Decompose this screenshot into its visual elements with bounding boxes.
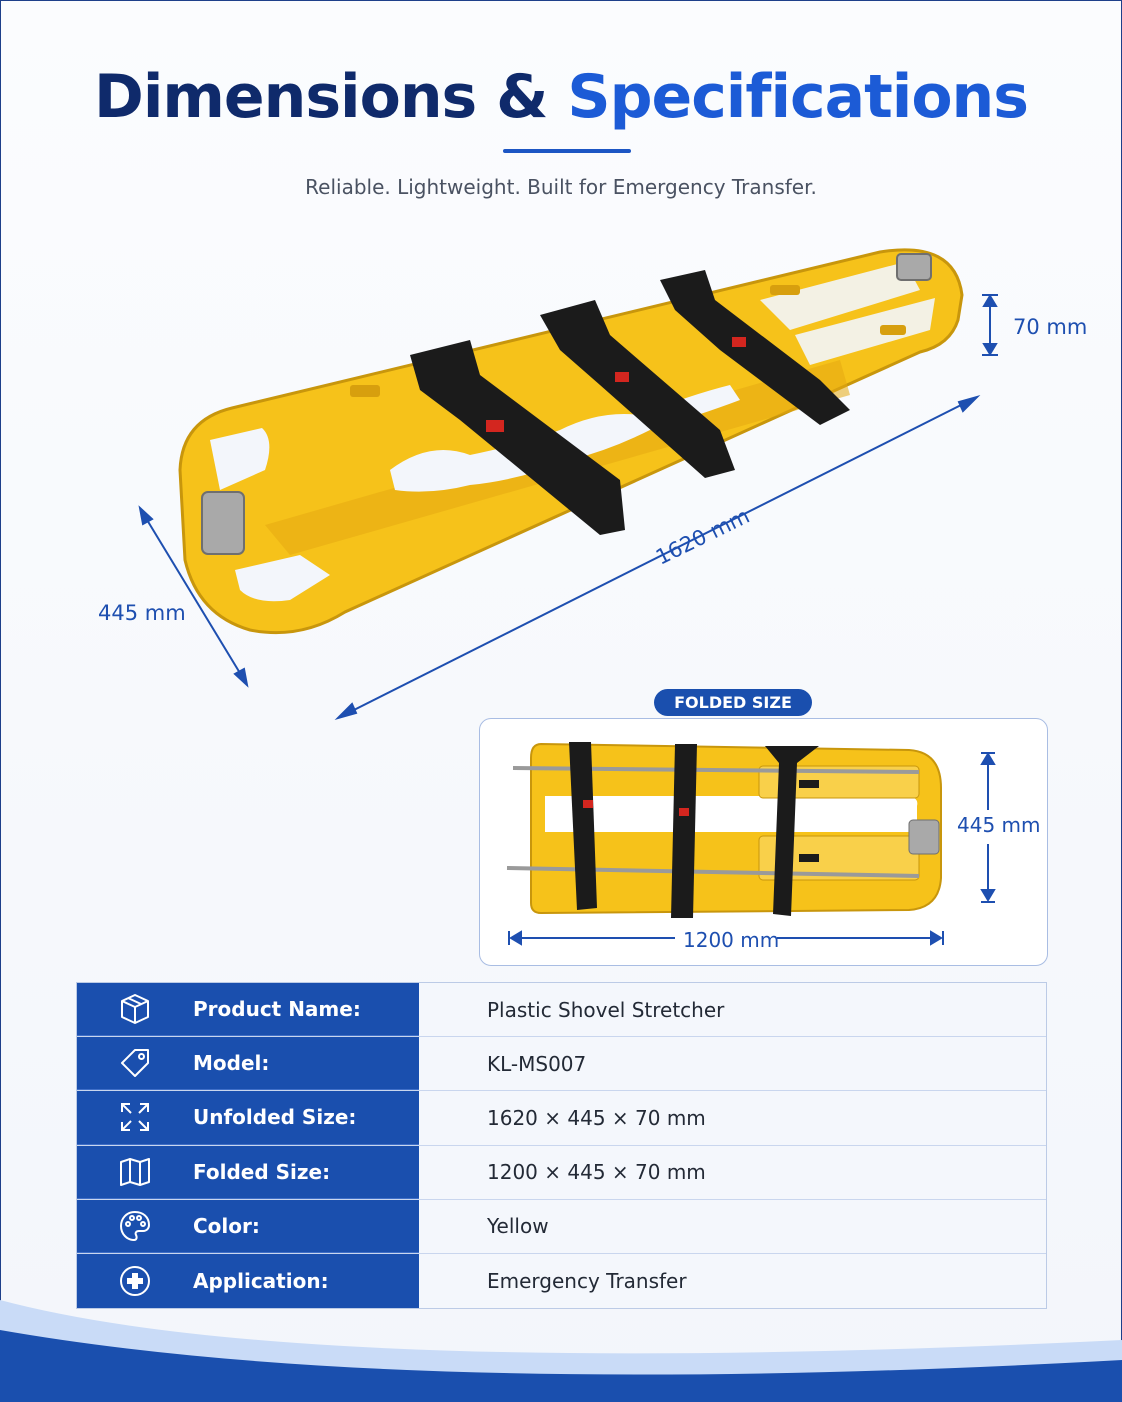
- page-subtitle: Reliable. Lightweight. Built for Emergen…: [305, 175, 817, 199]
- folded-map-icon: [77, 1155, 193, 1189]
- bottom-wave-decoration: [0, 1300, 1122, 1402]
- spec-value: Emergency Transfer: [419, 1253, 1046, 1309]
- page-title: Dimensions & Specifications: [0, 62, 1122, 132]
- folded-length-dimension-line: [508, 930, 944, 946]
- spec-label: Folded Size:: [193, 1159, 331, 1184]
- spec-value: 1620 × 445 × 70 mm: [419, 1091, 1046, 1145]
- width-dimension-line: [138, 505, 249, 688]
- folded-size-badge: FOLDED SIZE: [654, 689, 812, 716]
- title-part-main: Dimensions &: [94, 62, 568, 132]
- folded-stretcher-illustration: [506, 742, 996, 946]
- spec-key-cell: Color:: [77, 1199, 419, 1253]
- spec-value: 1200 × 445 × 70 mm: [419, 1145, 1046, 1199]
- height-dimension-label: 70 mm: [1013, 315, 1088, 339]
- folded-width-label: 445 mm: [957, 813, 1041, 837]
- table-row: Folded Size: 1200 × 445 × 70 mm: [77, 1145, 1046, 1200]
- expand-arrows-icon: [77, 1100, 193, 1134]
- folded-stretcher-image: [506, 742, 942, 918]
- tag-icon: [77, 1046, 193, 1080]
- title-underline: [503, 149, 631, 153]
- spec-label: Application:: [193, 1269, 329, 1294]
- spec-value: Plastic Shovel Stretcher: [419, 983, 1046, 1037]
- spec-key-cell: Model:: [77, 1037, 419, 1091]
- spec-label: Color:: [193, 1213, 260, 1238]
- box-icon: [77, 992, 193, 1026]
- spec-label: Model:: [193, 1051, 270, 1076]
- medical-cross-icon: [77, 1264, 193, 1298]
- spec-key-cell: Folded Size:: [77, 1145, 419, 1199]
- table-row: Model: KL-MS007: [77, 1037, 1046, 1092]
- spec-key-cell: Unfolded Size:: [77, 1091, 419, 1145]
- spec-key-cell: Product Name:: [77, 983, 419, 1037]
- stretcher-image: [178, 248, 964, 635]
- length-dimension-line: [334, 395, 981, 720]
- title-part-accent: Specifications: [567, 62, 1029, 132]
- folded-length-label: 1200 mm: [683, 928, 780, 952]
- width-dimension-label: 445 mm: [98, 601, 186, 625]
- spec-key-cell: Application:: [77, 1253, 419, 1309]
- spec-value: Yellow: [419, 1199, 1046, 1253]
- spec-label: Product Name:: [193, 997, 361, 1022]
- palette-icon: [77, 1209, 193, 1243]
- spec-label: Unfolded Size:: [193, 1105, 357, 1130]
- table-row: Unfolded Size: 1620 × 445 × 70 mm: [77, 1091, 1046, 1146]
- spec-value: KL-MS007: [419, 1037, 1046, 1091]
- table-row: Product Name: Plastic Shovel Stretcher: [77, 983, 1046, 1038]
- table-row: Color: Yellow: [77, 1199, 1046, 1254]
- unfolded-stretcher-illustration: [138, 248, 998, 720]
- folded-width-dimension-line: [980, 752, 996, 903]
- table-row: Application: Emergency Transfer: [77, 1253, 1046, 1309]
- height-dimension-line: [982, 294, 998, 356]
- specifications-table: Product Name: Plastic Shovel Stretcher M…: [76, 982, 1047, 1310]
